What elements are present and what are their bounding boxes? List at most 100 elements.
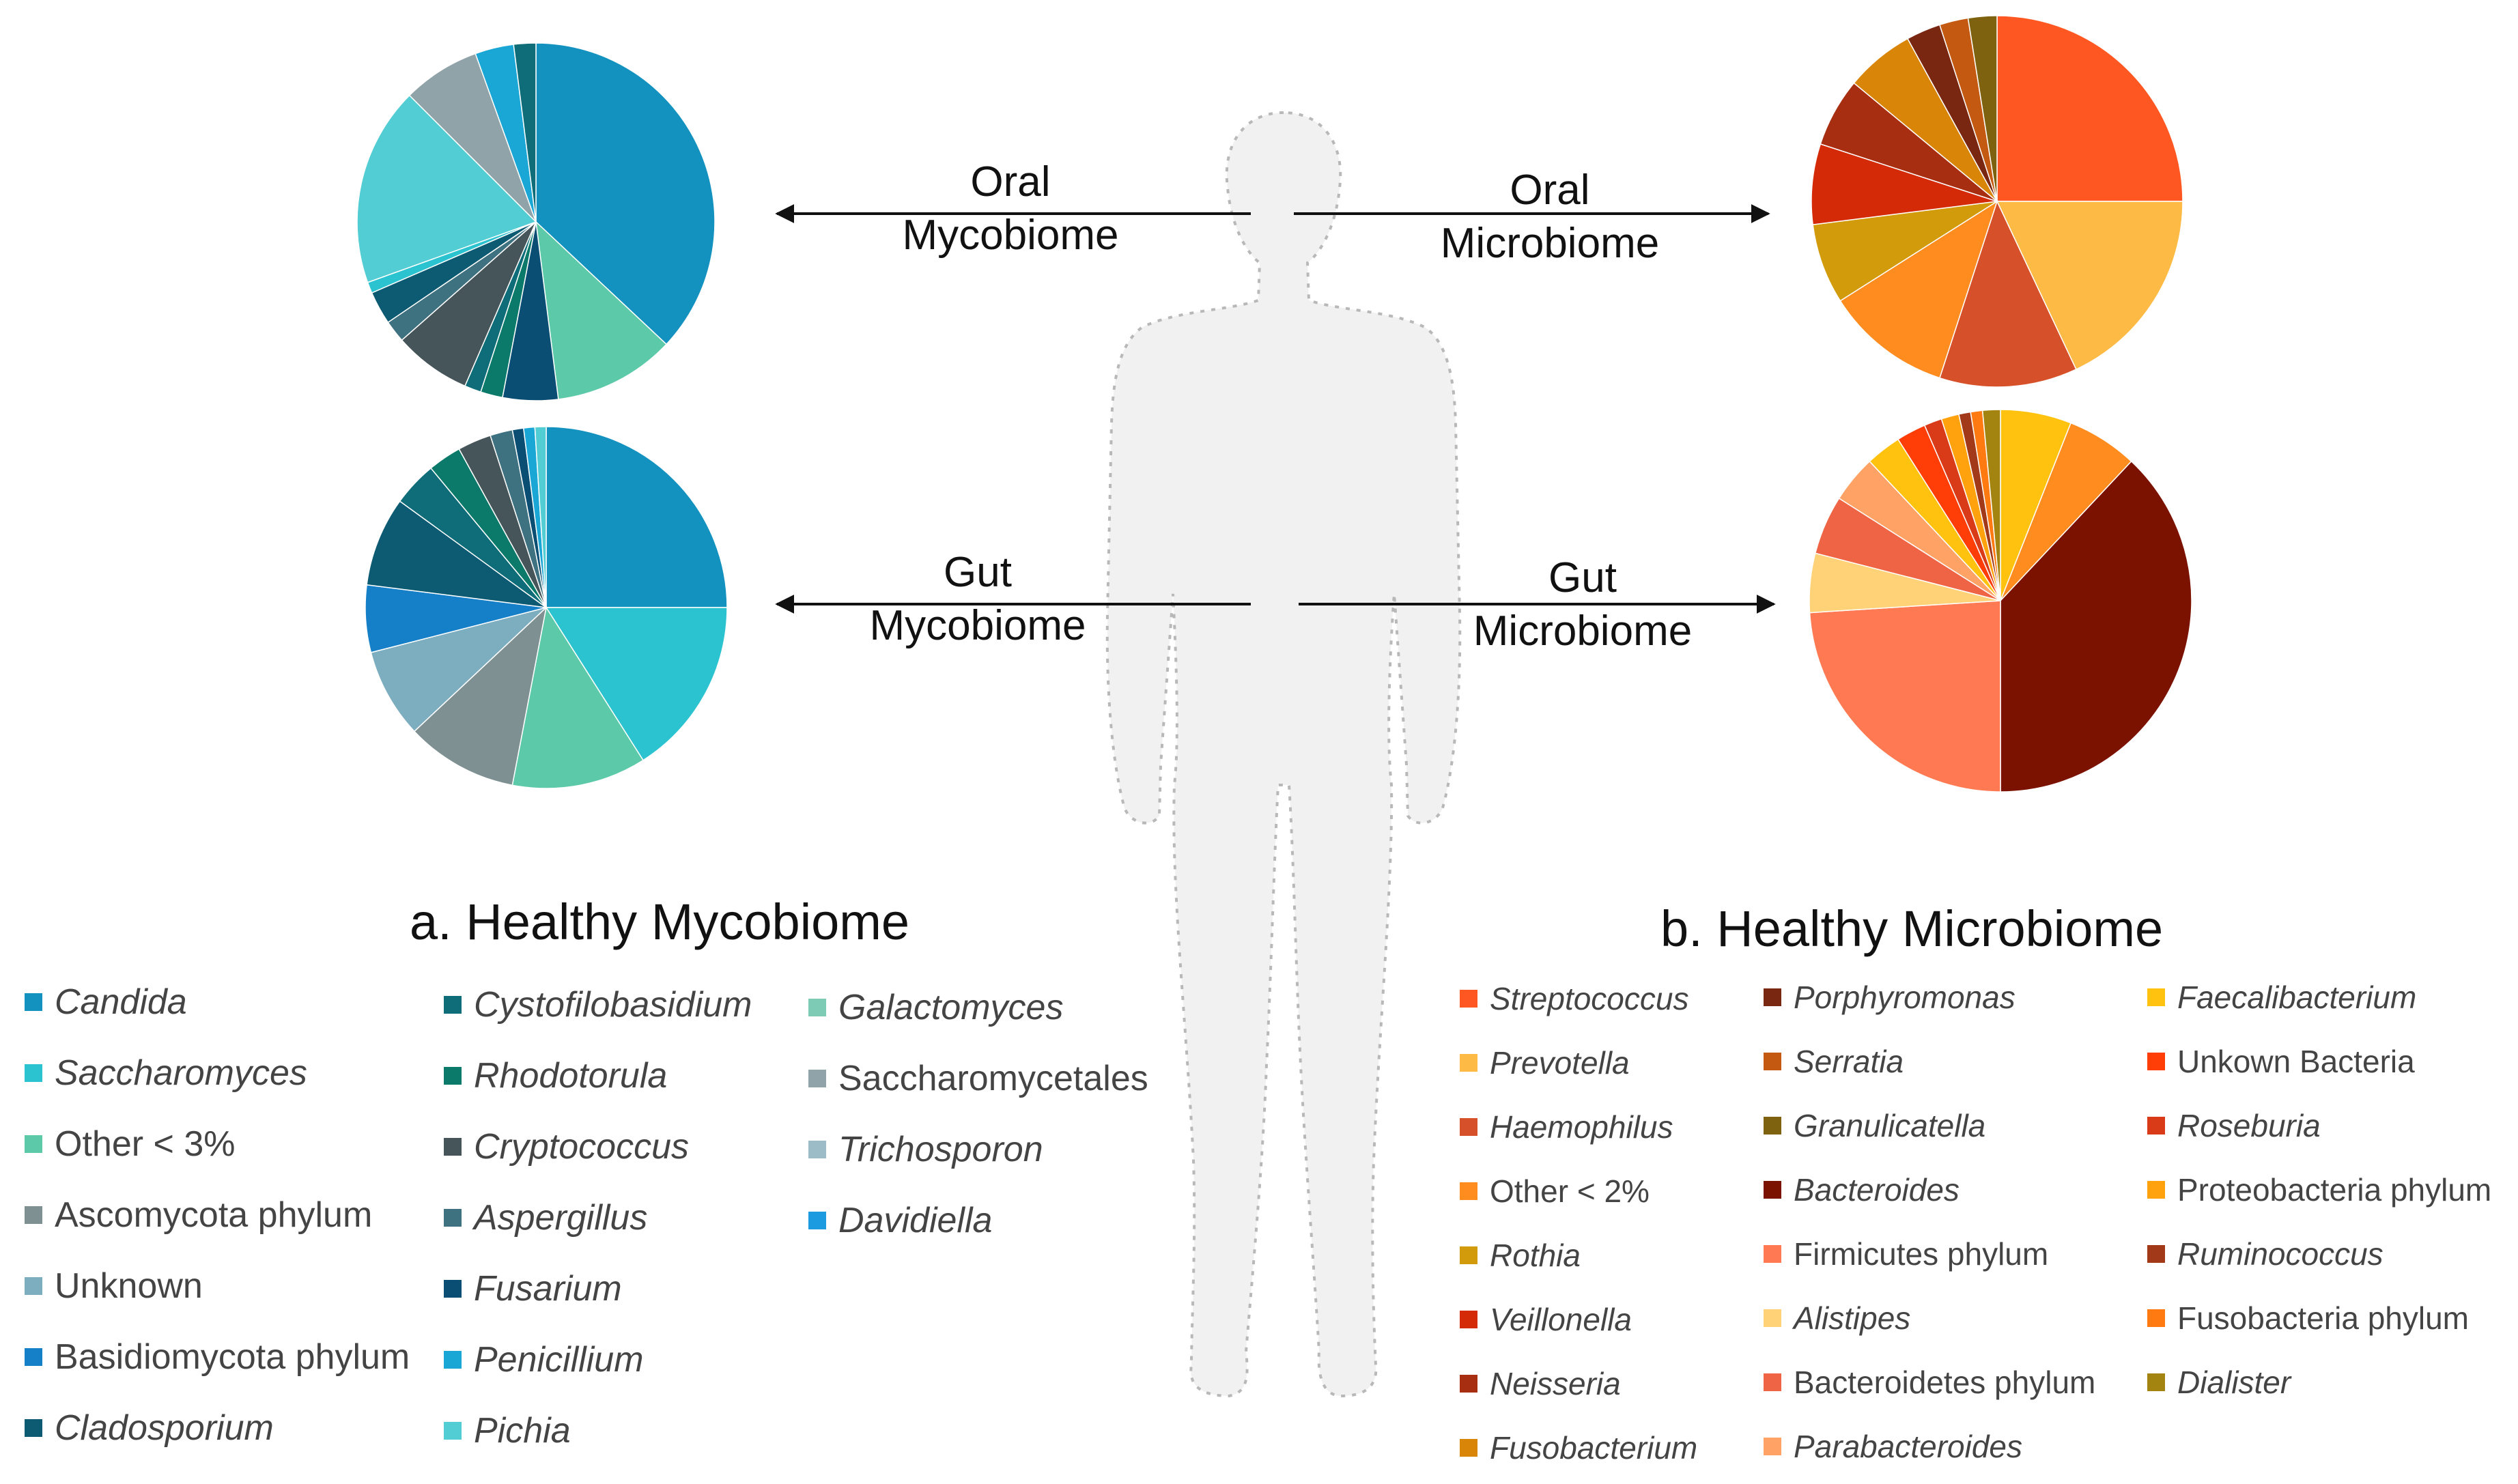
legend-b-swatch xyxy=(1460,1182,1477,1200)
legend-b-swatch xyxy=(2147,1309,2165,1327)
legend-b-item: Prevotella xyxy=(1460,1044,1630,1081)
legend-b-label: Porphyromonas xyxy=(1794,980,2015,1015)
legend-a-label: Basidiomycota phylum xyxy=(55,1337,410,1377)
legend-b-item: Roseburia xyxy=(2147,1107,2321,1144)
legend-a-label: Candida xyxy=(55,982,187,1022)
legend-a-item: Cryptococcus xyxy=(444,1126,689,1167)
legend-a-item: Trichosporon xyxy=(808,1129,1043,1170)
gut-microbiome-slice-13 xyxy=(1981,409,2001,601)
legend-b-label: Faecalibacterium xyxy=(2177,980,2417,1015)
legend-b-item: Other < 2% xyxy=(1460,1173,1650,1210)
legend-b-label: Firmicutes phylum xyxy=(1794,1236,2049,1272)
legend-b-label: Ruminococcus xyxy=(2177,1236,2383,1272)
oral-mycobiome-slice-1 xyxy=(535,220,668,400)
legend-a-swatch xyxy=(808,999,826,1016)
section-a-title: a. Healthy Mycobiome xyxy=(410,894,910,950)
label-gut-mycobiome-line1: Gut xyxy=(944,549,1012,596)
legend-b-item: Alistipes xyxy=(1764,1300,1910,1337)
oral-mycobiome-slice-9 xyxy=(356,94,537,283)
legend-a-label: Trichosporon xyxy=(838,1130,1043,1169)
legend-a-label: Fusarium xyxy=(474,1269,622,1309)
legend-b-swatch xyxy=(2147,988,2165,1006)
legend-b-label: Granulicatella xyxy=(1794,1108,1986,1143)
legend-a-item: Penicillium xyxy=(444,1339,644,1380)
legend-a-item: Ascomycota phylum xyxy=(25,1195,372,1236)
legend-a-label: Saccharomycetales xyxy=(838,1059,1148,1098)
legend-b-item: Ruminococcus xyxy=(2147,1236,2383,1272)
legend-a-swatch xyxy=(444,996,462,1014)
pie-gut-mycobiome xyxy=(365,426,728,789)
legend-b-label: Dialister xyxy=(2177,1365,2291,1400)
legend-b-item: Fusobacterium xyxy=(1460,1429,1697,1466)
legend-b-swatch xyxy=(2147,1181,2165,1199)
legend-b-swatch xyxy=(1764,988,1781,1006)
gut-mycobiome-slice-13 xyxy=(534,426,547,608)
legend-b-label: Neisseria xyxy=(1490,1366,1621,1401)
legend-b-swatch xyxy=(1764,1053,1781,1070)
legend-b-swatch xyxy=(1460,1375,1477,1393)
label-oral-mycobiome-line1: Oral xyxy=(970,158,1051,205)
gut-microbiome-slice-2 xyxy=(2000,460,2192,793)
legend-b-label: Fusobacteria phylum xyxy=(2177,1300,2469,1336)
legend-b-item: Granulicatella xyxy=(1764,1107,1985,1144)
legend-a-swatch xyxy=(444,1351,462,1369)
label-gut-microbiome: Gut Microbiome xyxy=(1446,552,1719,658)
legend-a-item: Saccharomycetales xyxy=(808,1058,1148,1099)
legend-b-item: Firmicutes phylum xyxy=(1764,1236,2048,1272)
section-b-title: b. Healthy Microbiome xyxy=(1660,900,2164,957)
legend-b-item: Unkown Bacteria xyxy=(2147,1043,2415,1080)
legend-a-label: Saccharomyces xyxy=(55,1053,307,1093)
legend-a-swatch xyxy=(25,993,42,1011)
legend-b-item: Dialister xyxy=(2147,1364,2291,1401)
legend-b-swatch xyxy=(1460,990,1477,1008)
legend-b-item: Haemophilus xyxy=(1460,1109,1673,1145)
legend-b-swatch xyxy=(1764,1181,1781,1199)
legend-a-label: Penicillium xyxy=(474,1340,644,1380)
oral-microbiome-slice-3 xyxy=(1839,200,1998,379)
human-silhouette xyxy=(1105,111,1462,1398)
legend-a-label: Davidiella xyxy=(838,1201,993,1240)
legend-b-swatch xyxy=(1460,1439,1477,1457)
legend-a-swatch xyxy=(808,1141,826,1158)
legend-b-swatch xyxy=(1764,1309,1781,1327)
legend-b-swatch xyxy=(1764,1117,1781,1135)
legend-b-label: Streptococcus xyxy=(1490,981,1689,1016)
label-oral-mycobiome-line2: Mycobiome xyxy=(902,212,1119,259)
legend-b-swatch xyxy=(1764,1373,1781,1391)
legend-a-label: Unknown xyxy=(55,1266,203,1306)
legend-b-label: Fusobacterium xyxy=(1490,1430,1698,1466)
legend-b-swatch xyxy=(1460,1311,1477,1328)
oral-mycobiome-slice-10 xyxy=(408,53,537,223)
legend-a-item: Pichia xyxy=(444,1410,571,1451)
oral-microbiome-slice-1 xyxy=(1996,201,2183,371)
legend-b-swatch xyxy=(1460,1118,1477,1136)
legend-b-swatch xyxy=(2147,1117,2165,1135)
legend-b-label: Unkown Bacteria xyxy=(2177,1044,2415,1079)
legend-a-swatch xyxy=(444,1280,462,1298)
gut-mycobiome-slice-3 xyxy=(413,605,548,786)
oral-microbiome-slice-2 xyxy=(1939,199,2077,388)
legend-a-swatch xyxy=(25,1419,42,1437)
legend-b-item: Fusobacteria phylum xyxy=(2147,1300,2469,1337)
legend-b-item: Rothia xyxy=(1460,1237,1581,1274)
legend-b-label: Veillonella xyxy=(1490,1302,1632,1337)
legend-a-label: Pichia xyxy=(474,1411,571,1451)
legend-a-item: Fusarium xyxy=(444,1268,622,1309)
legend-b-label: Rothia xyxy=(1490,1238,1581,1273)
legend-b-item: Porphyromonas xyxy=(1764,979,2015,1016)
pie-oral-microbiome xyxy=(1811,15,2183,388)
legend-a-swatch xyxy=(808,1070,826,1087)
legend-a-item: Unknown xyxy=(25,1266,203,1307)
oral-microbiome-slice-10 xyxy=(1967,15,1998,202)
legend-a-label: Other < 3% xyxy=(55,1124,236,1164)
legend-b-swatch xyxy=(2147,1245,2165,1263)
legend-a-swatch xyxy=(444,1422,462,1440)
label-oral-microbiome: Oral Microbiome xyxy=(1413,164,1686,270)
legend-a-swatch xyxy=(25,1135,42,1153)
legend-b-label: Alistipes xyxy=(1794,1300,1911,1336)
legend-a-label: Ascomycota phylum xyxy=(55,1195,373,1235)
legend-b-item: Streptococcus xyxy=(1460,980,1688,1017)
legend-a-label: Cryptococcus xyxy=(474,1127,689,1167)
